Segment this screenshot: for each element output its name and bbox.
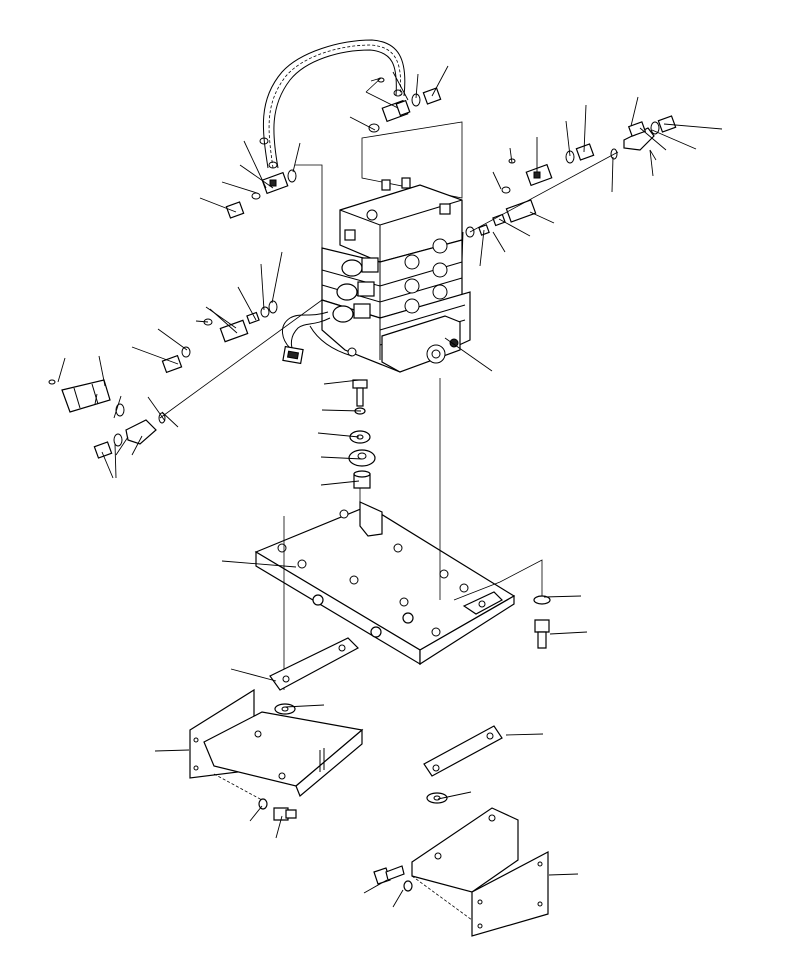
leader-line xyxy=(94,393,98,405)
leader-lines xyxy=(57,65,723,908)
leader-line xyxy=(114,443,117,479)
wiring-harness xyxy=(282,311,353,365)
leader-line xyxy=(549,631,588,635)
leader-line xyxy=(239,164,274,189)
alignment-frame-top xyxy=(295,121,463,262)
leader-line xyxy=(323,379,360,385)
leader-line xyxy=(221,181,258,194)
leader-line xyxy=(365,91,399,109)
leader-line xyxy=(221,560,297,568)
leader-line xyxy=(630,96,639,127)
leader-line xyxy=(583,104,587,153)
bracket-right xyxy=(411,807,549,937)
leader-line xyxy=(509,147,513,164)
leader-line xyxy=(271,251,283,304)
leader-line xyxy=(392,71,409,101)
bottom-bolt xyxy=(373,865,413,892)
leader-line xyxy=(157,328,188,351)
leader-line xyxy=(370,77,382,82)
leader-line xyxy=(101,451,114,479)
left-lower-fittings xyxy=(48,299,323,459)
leader-line xyxy=(115,436,129,456)
strap-plate-left xyxy=(269,637,359,715)
right-bolt xyxy=(533,595,551,649)
leader-line xyxy=(161,411,179,428)
leader-line xyxy=(415,73,419,99)
leader-line xyxy=(529,211,555,224)
leader-line xyxy=(492,171,502,190)
leader-line xyxy=(479,229,485,267)
leader-line xyxy=(392,889,404,908)
leader-line xyxy=(639,127,667,151)
leader-line xyxy=(431,65,449,97)
leader-line xyxy=(209,308,238,334)
leader-line xyxy=(437,791,472,800)
hydraulic-hose xyxy=(262,39,406,169)
right-upper-fittings xyxy=(465,115,677,238)
leader-line xyxy=(320,480,360,486)
leader-line xyxy=(195,320,209,323)
leader-line xyxy=(249,805,263,822)
leader-line xyxy=(565,120,571,157)
leader-line xyxy=(349,116,376,131)
leader-line xyxy=(275,815,283,839)
mounting-plate xyxy=(254,378,543,690)
leader-line xyxy=(230,668,277,682)
leader-line xyxy=(320,456,363,460)
left-bottom-bolt xyxy=(258,798,297,821)
leader-line xyxy=(147,396,166,422)
leader-line xyxy=(505,733,544,736)
leader-line xyxy=(292,142,301,173)
leader-line xyxy=(321,409,362,412)
control-valve-assembly xyxy=(321,177,471,373)
leader-line xyxy=(498,218,531,237)
leader-line xyxy=(649,149,654,177)
leader-line xyxy=(317,432,360,438)
leader-line xyxy=(243,140,267,189)
leader-line xyxy=(260,263,265,311)
leader-line xyxy=(154,749,190,752)
leader-line xyxy=(363,879,388,894)
leader-line xyxy=(199,197,237,213)
leader-line xyxy=(663,123,723,130)
strap-plate-right xyxy=(423,725,503,804)
leader-line xyxy=(57,357,66,383)
leader-line xyxy=(444,337,493,372)
leader-line xyxy=(461,231,464,262)
leader-line xyxy=(284,704,325,708)
left-upper-fittings xyxy=(225,137,297,219)
leader-line xyxy=(131,346,179,365)
leader-line xyxy=(98,355,106,387)
leader-line xyxy=(651,129,697,150)
leader-line xyxy=(543,595,582,598)
leader-line xyxy=(237,286,257,321)
leader-line xyxy=(492,231,506,253)
leader-line xyxy=(548,873,579,876)
top-fittings xyxy=(365,77,442,133)
bolt-washer-stack xyxy=(348,379,376,520)
bracket-left xyxy=(189,688,364,801)
leader-line xyxy=(131,435,143,456)
leader-line xyxy=(611,156,614,193)
leader-line xyxy=(205,306,237,329)
leader-line xyxy=(113,395,122,419)
